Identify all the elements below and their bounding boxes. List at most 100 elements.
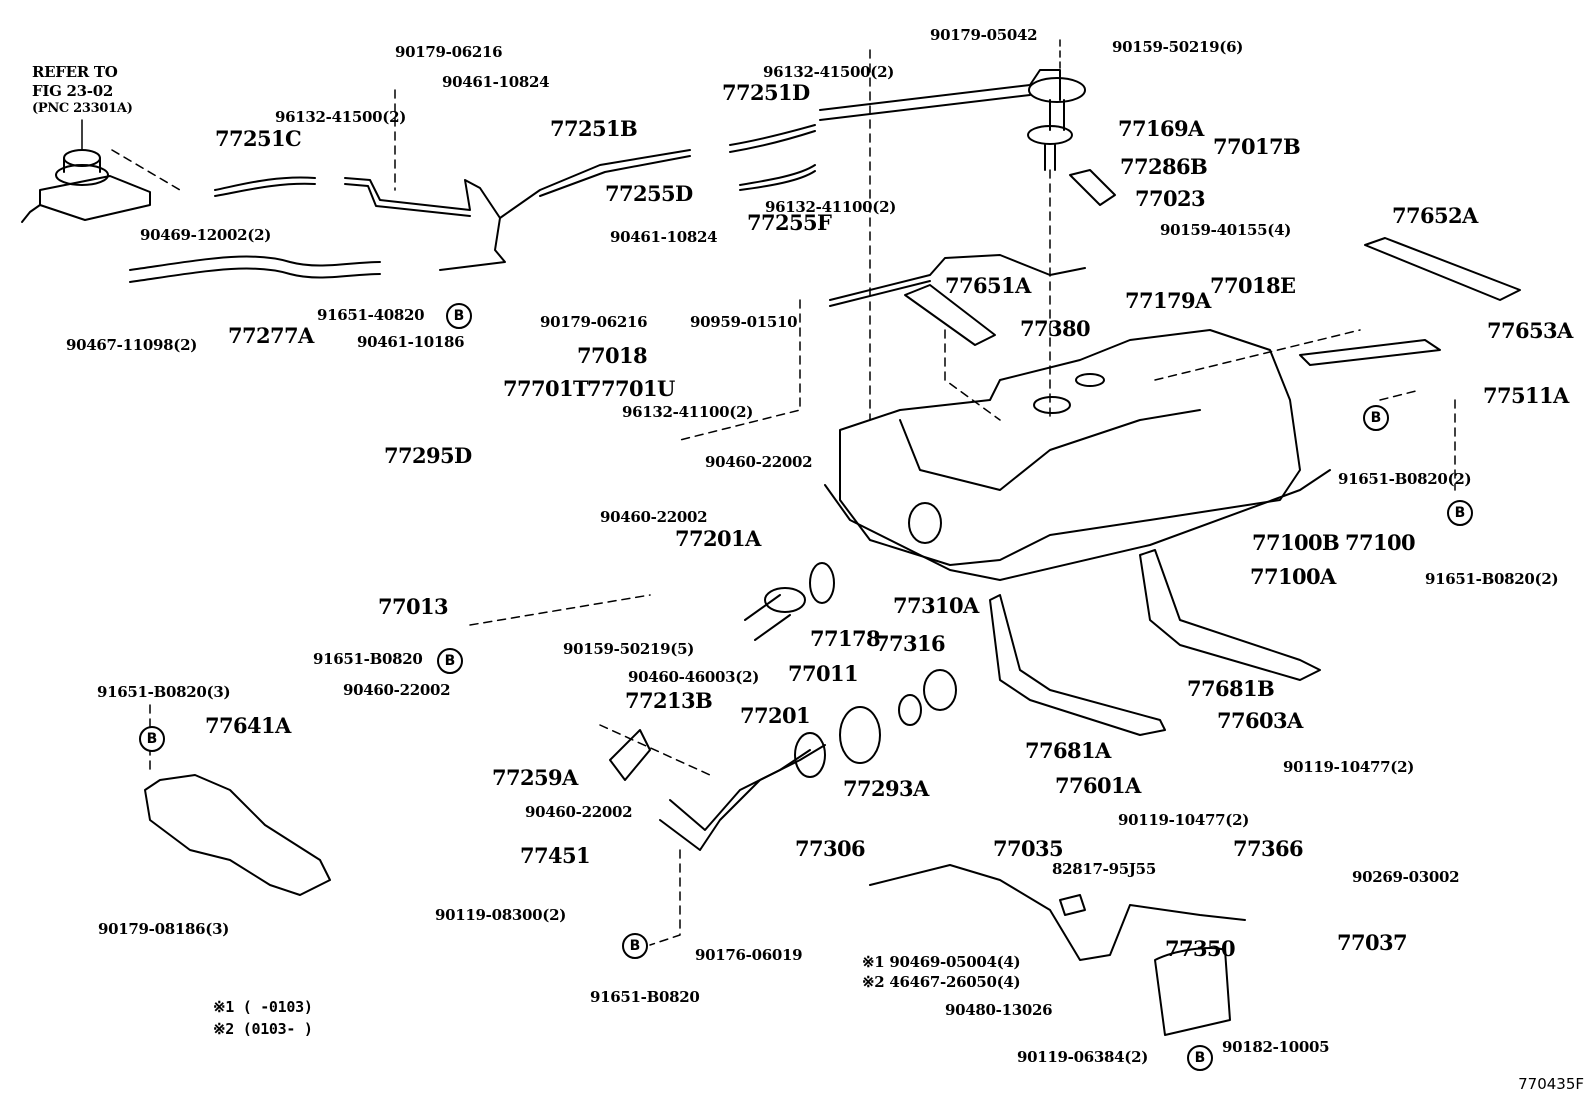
part-label-77018[interactable]: 77018 [577, 343, 648, 368]
part-label-77651A[interactable]: 77651A [945, 273, 1031, 298]
fuel-pipes-drawing [129, 69, 1086, 307]
part-label-90119-06384[interactable]: 90119-06384(2) [1017, 1048, 1149, 1066]
part-label-91651-B0820-2a[interactable]: 91651-B0820(2) [1338, 470, 1472, 488]
part-label-77201[interactable]: 77201 [740, 703, 811, 728]
fuel-tank-drawing [824, 329, 1331, 581]
b-marker: B [139, 726, 165, 752]
part-label-77251C[interactable]: 77251C [215, 126, 302, 151]
part-label-77350[interactable]: 77350 [1165, 936, 1236, 961]
part-label-90179-06216[interactable]: 90179-06216 [395, 43, 503, 61]
part-label-90460-22002-b[interactable]: 90460-22002 [600, 508, 708, 526]
part-label-91651-B0820-2b[interactable]: 91651-B0820(2) [1425, 570, 1559, 588]
part-label-77023[interactable]: 77023 [1135, 186, 1206, 211]
part-label-90461-10824-mid[interactable]: 90461-10824 [610, 228, 718, 246]
part-label-77601A[interactable]: 77601A [1055, 773, 1141, 798]
part-label-77310A[interactable]: 77310A [893, 593, 979, 618]
part-label-77701U[interactable]: 77701U [587, 376, 675, 401]
part-label-90480-13026[interactable]: 90480-13026 [945, 1001, 1053, 1019]
part-label-90179-05042[interactable]: 90179-05042 [930, 26, 1038, 44]
b-marker: B [1187, 1045, 1213, 1071]
b-marker: B [622, 933, 648, 959]
part-label-77255D[interactable]: 77255D [605, 181, 693, 206]
part-label-90461-10824[interactable]: 90461-10824 [442, 73, 550, 91]
part-label-77286B[interactable]: 77286B [1120, 154, 1208, 179]
part-label-77213B[interactable]: 77213B [625, 688, 713, 713]
part-label-91651-B0820-3[interactable]: 91651-B0820(3) [97, 683, 231, 701]
reference-note: REFER TO FIG 23-02 (PNC 23301A) [32, 63, 133, 117]
part-label-77201A[interactable]: 77201A [675, 526, 761, 551]
part-label-77100[interactable]: 77100 [1345, 530, 1416, 555]
part-label-77259A[interactable]: 77259A [492, 765, 578, 790]
b-marker: B [1447, 500, 1473, 526]
part-label-77293A[interactable]: 77293A [843, 776, 929, 801]
part-label-96132-41500-right[interactable]: 96132-41500(2) [763, 63, 895, 81]
fuel-lid-drawing [869, 864, 1246, 1036]
filler-neck-drawing [609, 562, 957, 851]
canister-drawing [21, 119, 181, 223]
part-label-90119-08300[interactable]: 90119-08300(2) [435, 906, 567, 924]
part-label-77018E[interactable]: 77018E [1210, 273, 1296, 298]
part-label-90159-50219-5[interactable]: 90159-50219(5) [563, 640, 695, 658]
part-label-77100A[interactable]: 77100A [1250, 564, 1336, 589]
footnote-2-mark: ※2 [213, 1020, 234, 1038]
part-label-90179-06216-mid[interactable]: 90179-06216 [540, 313, 648, 331]
part-label-91651-B0820-bottom[interactable]: 91651-B0820 [590, 988, 700, 1006]
part-label-77035[interactable]: 77035 [993, 836, 1064, 861]
part-label-77251D[interactable]: 77251D [722, 80, 810, 105]
part-label-77653A[interactable]: 77653A [1487, 318, 1573, 343]
footnote-2: ※2 (0103- ) [213, 1022, 313, 1037]
part-label-96132-41100-top[interactable]: 96132-41100(2) [765, 198, 897, 216]
part-label-77316[interactable]: 77316 [875, 631, 946, 656]
part-label-77295D[interactable]: 77295D [384, 443, 472, 468]
part-label-77380[interactable]: 77380 [1020, 316, 1091, 341]
part-label-90460-22002-c[interactable]: 90460-22002 [343, 681, 451, 699]
part-label-91651-40820[interactable]: 91651-40820 [317, 306, 425, 324]
part-label-90460-46003[interactable]: 90460-46003(2) [628, 668, 760, 686]
insulators-drawing [904, 237, 1521, 366]
part-label-77681A[interactable]: 77681A [1025, 738, 1111, 763]
figure-code: 770435F [1518, 1075, 1584, 1093]
part-label-77701T[interactable]: 77701T [503, 376, 589, 401]
part-label-77255F[interactable]: 77255F [747, 210, 832, 235]
part-label-77277A[interactable]: 77277A [228, 323, 314, 348]
part-label-77100B[interactable]: 77100B [1252, 530, 1340, 555]
part-label-90182-10005[interactable]: 90182-10005 [1222, 1038, 1330, 1056]
part-label-77169A[interactable]: 77169A [1118, 116, 1204, 141]
tank-straps-drawing [989, 549, 1321, 736]
part-label-90460-22002-a[interactable]: 90460-22002 [705, 453, 813, 471]
part-label-77037[interactable]: 77037 [1337, 930, 1408, 955]
part-label-90176-06019[interactable]: 90176-06019 [695, 946, 803, 964]
part-label-90119-10477-a[interactable]: 90119-10477(2) [1118, 811, 1250, 829]
part-label-77011[interactable]: 77011 [788, 661, 859, 686]
part-label-82817-95J55[interactable]: 82817-95J55 [1052, 860, 1156, 878]
part-label-77178[interactable]: 77178 [810, 626, 881, 651]
part-label-90159-40155[interactable]: 90159-40155(4) [1160, 221, 1292, 239]
part-label-90119-10477-b[interactable]: 90119-10477(2) [1283, 758, 1415, 776]
part-label-77017B[interactable]: 77017B [1213, 134, 1301, 159]
part-label-77681B[interactable]: 77681B [1187, 676, 1275, 701]
part-label-90469-05004[interactable]: ※1 90469-05004(4) [862, 953, 1021, 971]
part-label-77251B[interactable]: 77251B [550, 116, 638, 141]
part-label-77179A[interactable]: 77179A [1125, 288, 1211, 313]
part-label-77641A[interactable]: 77641A [205, 713, 291, 738]
part-label-77511A[interactable]: 77511A [1483, 383, 1569, 408]
part-label-90269-03002[interactable]: 90269-03002 [1352, 868, 1460, 886]
footnote-1-mark: ※1 [213, 998, 234, 1016]
part-label-77652A[interactable]: 77652A [1392, 203, 1478, 228]
part-label-90179-08186[interactable]: 90179-08186(3) [98, 920, 230, 938]
part-label-77013[interactable]: 77013 [378, 594, 449, 619]
part-label-90461-10186[interactable]: 90461-10186 [357, 333, 465, 351]
part-label-96132-41100-bottom[interactable]: 96132-41100(2) [622, 403, 754, 421]
part-label-96132-41500[interactable]: 96132-41500(2) [275, 108, 407, 126]
part-label-90159-50219-6[interactable]: 90159-50219(6) [1112, 38, 1244, 56]
part-label-46467-26050[interactable]: ※2 46467-26050(4) [862, 973, 1021, 991]
part-label-91651-B0820[interactable]: 91651-B0820 [313, 650, 423, 668]
part-label-77451[interactable]: 77451 [520, 843, 591, 868]
part-label-90467-11098[interactable]: 90467-11098(2) [66, 336, 198, 354]
part-label-77603A[interactable]: 77603A [1217, 708, 1303, 733]
part-label-77366[interactable]: 77366 [1233, 836, 1304, 861]
part-label-77306[interactable]: 77306 [795, 836, 866, 861]
part-label-90469-12002[interactable]: 90469-12002(2) [140, 226, 272, 244]
part-label-90460-22002-d[interactable]: 90460-22002 [525, 803, 633, 821]
part-label-90959-01510[interactable]: 90959-01510 [690, 313, 798, 331]
